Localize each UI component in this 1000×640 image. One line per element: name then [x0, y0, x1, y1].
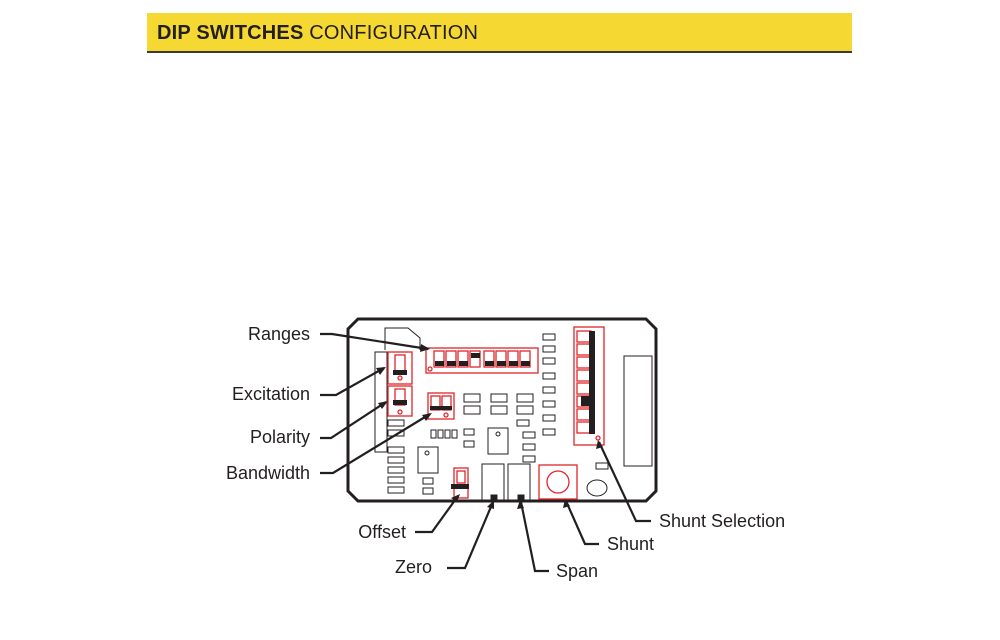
excitation-arrowhead — [376, 367, 386, 375]
excitation-switch — [387, 351, 413, 385]
small-pad-row — [430, 429, 458, 439]
label-polarity: Polarity — [250, 427, 310, 447]
polarity-leader — [320, 401, 387, 440]
offset-leader — [415, 495, 459, 534]
polarity-switch — [387, 385, 413, 417]
pad-column-left — [387, 419, 434, 495]
circuit-board-outline — [346, 317, 658, 503]
knob — [586, 479, 608, 497]
right-connector — [623, 355, 653, 467]
bandwidth-arrowhead — [422, 413, 432, 421]
board-components — [374, 327, 653, 501]
shunt-selection-bank — [573, 326, 605, 446]
potentiometers — [481, 463, 531, 501]
bandwidth-leader — [320, 413, 431, 475]
label-excitation: Excitation — [232, 384, 310, 404]
section-header-bar: DIP SWITCHES CONFIGURATION — [147, 13, 852, 53]
zero-leader — [447, 501, 495, 570]
ic-chips — [417, 427, 509, 474]
pad-grid-center — [463, 393, 536, 463]
shunt-arrowhead — [563, 499, 570, 508]
ranges-leader — [320, 332, 429, 351]
leader-arrowheads — [376, 344, 603, 509]
label-span: Span — [556, 561, 598, 581]
zero-arrowhead — [487, 500, 494, 509]
pad-column-top — [542, 333, 556, 436]
offset-switch — [451, 467, 469, 499]
label-bandwidth: Bandwidth — [226, 463, 310, 483]
shunt-leader — [564, 500, 599, 546]
span-arrowhead — [517, 500, 524, 509]
top-connector — [384, 327, 421, 350]
section-title-rest: CONFIGURATION — [303, 22, 479, 44]
label-offset: Offset — [358, 522, 406, 542]
section-title-bold: DIP SWITCHES — [157, 22, 304, 44]
offset-arrowhead — [451, 494, 460, 502]
excitation-leader — [320, 367, 385, 397]
label-shunt-selection: Shunt Selection — [659, 511, 785, 531]
polarity-arrowhead — [378, 401, 388, 409]
section-title: DIP SWITCHES CONFIGURATION — [157, 22, 478, 45]
span-leader — [519, 501, 549, 573]
ranges-switch-bank — [425, 347, 539, 374]
ranges-arrowhead — [420, 344, 430, 352]
shunt-button — [538, 464, 578, 500]
label-zero: Zero — [395, 557, 432, 577]
bandwidth-switch — [427, 392, 455, 420]
leader-lines — [320, 332, 651, 573]
label-ranges: Ranges — [248, 324, 310, 344]
label-shunt: Shunt — [607, 534, 654, 554]
shunt-selection-arrowhead — [596, 440, 603, 449]
dip-switches — [387, 326, 605, 500]
shunt-selection-leader — [598, 441, 651, 523]
